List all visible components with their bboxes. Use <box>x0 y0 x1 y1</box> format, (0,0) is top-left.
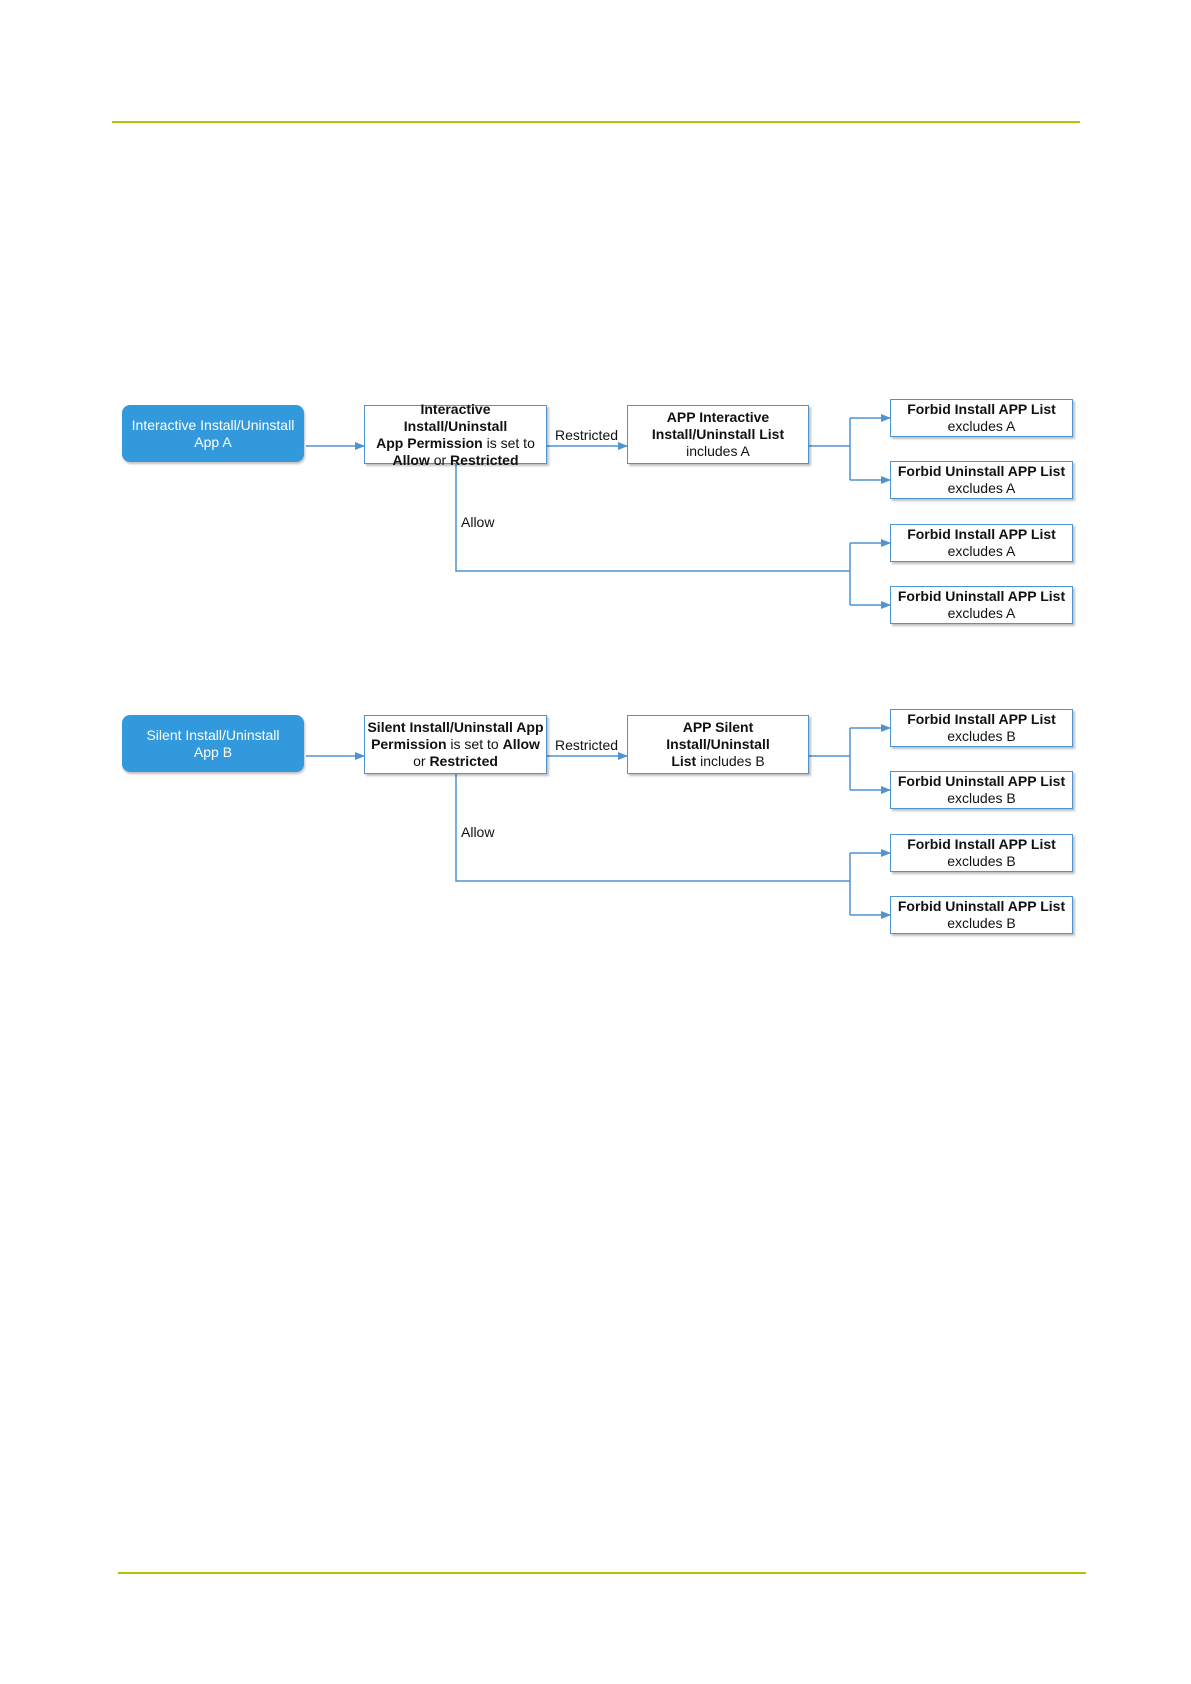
header-rule <box>112 121 1080 123</box>
start-node-app-b: Silent Install/Uninstall App B <box>122 715 304 772</box>
decision-b-is-set-to: is set to <box>446 736 503 752</box>
decision-a-line2-rest: is set to <box>482 434 535 451</box>
start-a-line1: Interactive Install/Uninstall <box>131 416 295 433</box>
list-b-line1: APP Silent Install/Uninstall <box>666 719 770 752</box>
list-node-b: APP Silent Install/Uninstall List includ… <box>627 715 809 774</box>
result-a-1-title: Forbid Install APP List <box>907 401 1056 417</box>
start-b-line1: Silent Install/Uninstall <box>146 726 280 743</box>
label-a-restricted: Restricted <box>555 427 619 443</box>
start-node-app-a: Interactive Install/Uninstall App A <box>122 405 304 462</box>
decision-b-or: or <box>413 753 430 769</box>
decision-a-restricted: Restricted <box>450 451 519 468</box>
decision-node-a: Interactive Install/Uninstall App Permis… <box>364 401 547 468</box>
result-a-2-title: Forbid Uninstall APP List <box>897 463 1066 479</box>
result-b-3-title: Forbid Install APP List <box>907 836 1056 852</box>
decision-a-line2-bold: App Permission <box>376 434 483 451</box>
result-a-4-sub: excludes A <box>947 605 1016 621</box>
decision-a-line1: Interactive Install/Uninstall <box>403 400 508 434</box>
result-b-4-title: Forbid Uninstall APP List <box>897 898 1066 914</box>
decision-a-allow: Allow <box>392 451 430 468</box>
list-a-line3: includes A <box>686 443 750 459</box>
connector-a-list-split <box>809 418 851 480</box>
list-a-line2: Install/Uninstall List <box>651 426 785 442</box>
result-a-3-sub: excludes A <box>947 543 1016 559</box>
result-a-1-sub: excludes A <box>947 418 1016 434</box>
decision-b-allow: Allow <box>502 736 540 752</box>
decision-b-line1: Silent Install/Uninstall App <box>367 719 544 735</box>
start-a-line2: App A <box>194 433 232 450</box>
label-a-allow: Allow <box>461 514 495 530</box>
result-b-1-sub: excludes B <box>947 728 1016 744</box>
result-a-2-sub: excludes A <box>947 480 1016 496</box>
connector-b-allow <box>455 774 851 915</box>
decision-b-permission: Permission <box>371 736 447 752</box>
decision-b-restricted: Restricted <box>429 753 498 769</box>
list-b-line2-rest: includes B <box>696 753 765 769</box>
footer-rule <box>118 1572 1086 1574</box>
list-node-a: APP Interactive Install/Uninstall List i… <box>627 405 809 464</box>
decision-a-or: or <box>429 451 451 468</box>
connector-a-allow <box>455 464 851 605</box>
list-a-line1: APP Interactive <box>666 409 770 425</box>
label-b-restricted: Restricted <box>555 737 619 753</box>
decision-node-b: Silent Install/Uninstall App Permission … <box>364 715 547 774</box>
result-b-1-title: Forbid Install APP List <box>907 711 1056 727</box>
result-b-2-title: Forbid Uninstall APP List <box>897 773 1066 789</box>
result-b-3-sub: excludes B <box>947 853 1016 869</box>
result-b-2-sub: excludes B <box>947 790 1016 806</box>
list-b-line2-bold: List <box>671 753 697 769</box>
start-b-line2: App B <box>193 743 233 760</box>
result-a-4-title: Forbid Uninstall APP List <box>897 588 1066 604</box>
result-b-4-sub: excludes B <box>947 915 1016 931</box>
label-b-allow: Allow <box>461 824 495 840</box>
result-a-3-title: Forbid Install APP List <box>907 526 1056 542</box>
connector-b-list-split <box>809 728 851 790</box>
